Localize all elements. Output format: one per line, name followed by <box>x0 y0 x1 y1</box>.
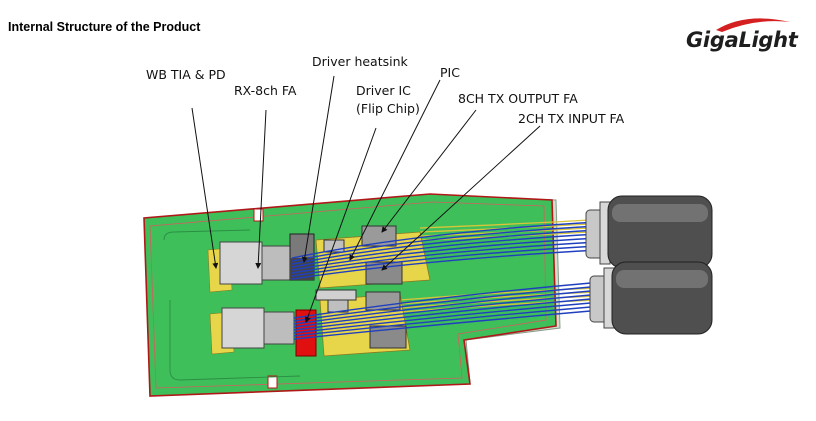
leader-rx-8ch-fa <box>255 109 267 269</box>
leader-pic <box>349 79 441 261</box>
logo-text: GigaLight <box>686 28 798 52</box>
label-pic: PIC <box>440 65 460 80</box>
label-flip-chip: (Flip Chip) <box>356 101 420 116</box>
pic-chip-bottom <box>365 291 401 311</box>
label-driver-ic: Driver IC <box>356 83 411 98</box>
leader-driver-ic <box>304 127 377 323</box>
label-wb-tia-pd: WB TIA & PD <box>146 67 226 82</box>
page-title: Internal Structure of the Product <box>8 20 201 34</box>
tia-block-top <box>261 245 293 281</box>
label-rx-8ch-fa: RX-8ch FA <box>234 83 297 98</box>
label-8ch-tx-output-fa: 8CH TX OUTPUT FA <box>458 91 578 106</box>
logo-swoosh-icon <box>716 18 790 32</box>
small-chip-3 <box>315 289 357 301</box>
leader-wb-tia-pd <box>191 107 219 269</box>
pcb-traces <box>163 229 301 381</box>
label-2ch-tx-input-fa: 2CH TX INPUT FA <box>518 111 625 126</box>
rx-8ch-fa-top <box>219 241 263 285</box>
connector-top <box>585 195 713 269</box>
label-driver-heatsink: Driver heatsink <box>312 54 408 69</box>
leader-driver-heatsink <box>301 75 335 263</box>
connector-bottom <box>589 261 713 335</box>
rx-8ch-fa-bottom <box>221 307 265 349</box>
leader-tx-output-fa <box>381 109 477 233</box>
gigalight-logo: GigaLight <box>686 14 798 58</box>
tia-block-bottom <box>263 311 295 345</box>
pcb-notch-bottom <box>267 375 278 389</box>
pcb-inner-outline <box>149 201 547 389</box>
driver-ic-top <box>365 261 403 285</box>
leader-tx-input-fa <box>381 125 541 271</box>
leader-lines <box>191 75 541 323</box>
pcb-notch-top <box>253 208 264 222</box>
